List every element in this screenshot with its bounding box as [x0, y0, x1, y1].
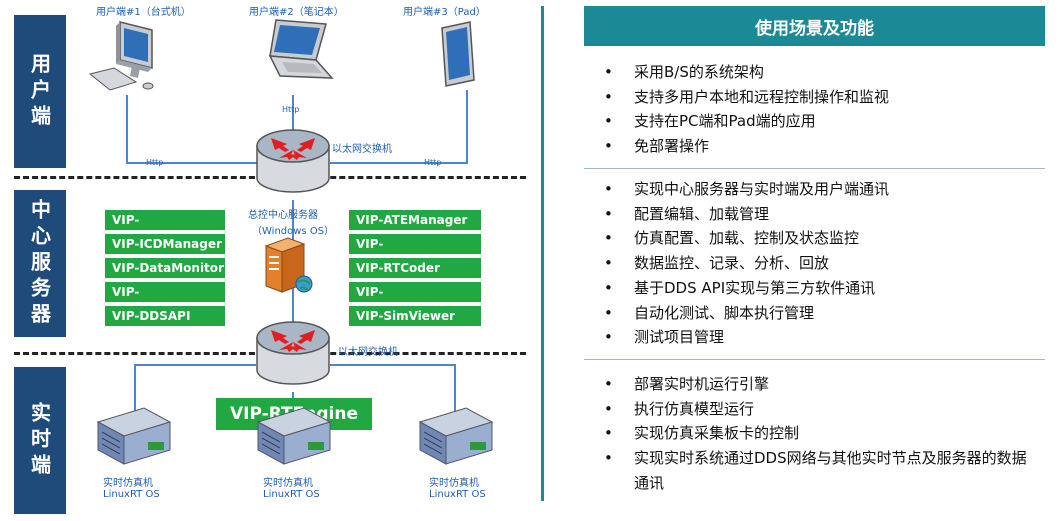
- network-switch-icon: [256, 321, 330, 385]
- rt-node-os: LinuxRT OS: [429, 489, 486, 500]
- module-badge: VIP-ControlCenter: [105, 210, 225, 247]
- panel-title: 使用场景及功能: [584, 6, 1045, 46]
- feature-item: 实现实时系统通过DDS网络与其他实时节点及服务器的数据通讯: [584, 446, 1045, 495]
- laptop-icon: [268, 19, 334, 79]
- feature-item: 采用B/S的系统架构: [584, 60, 1045, 85]
- http-label: Http: [282, 105, 300, 114]
- feature-item: 自动化测试、脚本执行管理: [584, 301, 1045, 326]
- module-badge: VIP-DDSAPI: [105, 306, 225, 326]
- feature-item: 部署实时机运行引擎: [584, 372, 1045, 397]
- feature-item: 配置编辑、加载管理: [584, 202, 1045, 227]
- feature-item: 免部署操作: [584, 134, 1045, 159]
- group-divider: [584, 359, 1045, 360]
- feature-item: 基于DDS API实现与第三方软件通讯: [584, 276, 1045, 301]
- feature-group-center: 实现中心服务器与实时端及用户端通讯 配置编辑、加载管理 仿真配置、加载、控制及状…: [584, 177, 1045, 350]
- switch-label: 以太网交换机: [338, 347, 398, 358]
- client-label: 用户端#3（Pad）: [403, 7, 486, 18]
- server-icon: [264, 237, 313, 293]
- group-divider: [584, 168, 1045, 169]
- tier-label-realtime: 实时端: [14, 367, 66, 514]
- tier-label-center: 中心服务器: [14, 190, 66, 337]
- rt-server-icon: [418, 407, 494, 465]
- rt-server-icon: [256, 407, 332, 465]
- client-label: 用户端#1（台式机）: [96, 7, 191, 18]
- module-badge: VIP-DataProcessor: [105, 282, 225, 319]
- module-badge: VIP-RTCoder: [349, 258, 481, 278]
- feature-item: 仿真配置、加载、控制及状态监控: [584, 226, 1045, 251]
- server-title: 总控中心服务器: [248, 210, 318, 221]
- module-badge: VIP-SimViewer: [349, 306, 481, 326]
- feature-item: 数据监控、记录、分析、回放: [584, 251, 1045, 276]
- client-label: 用户端#2（笔记本）: [249, 7, 344, 18]
- feature-group-user: 采用B/S的系统架构 支持多用户本地和远程控制操作和监视 支持在PC端和Pad端…: [584, 60, 1045, 159]
- http-label: Http: [146, 158, 164, 167]
- rt-server-icon: [96, 407, 172, 465]
- feature-item: 测试项目管理: [584, 325, 1045, 350]
- feature-group-realtime: 部署实时机运行引擎 执行仿真模型运行 实现仿真采集板卡的控制 实现实时系统通过D…: [584, 372, 1045, 496]
- tier-label-user: 用户端: [14, 15, 66, 168]
- feature-item: 支持多用户本地和远程控制操作和监视: [584, 85, 1045, 110]
- module-badge: VIP-ICDManager: [105, 234, 225, 254]
- switch-label: 以太网交换机: [332, 144, 392, 155]
- rt-node-os: LinuxRT OS: [103, 489, 160, 500]
- server-os: （Windows OS）: [252, 226, 335, 237]
- module-badge: VIP-ATEManager: [349, 210, 481, 230]
- feature-item: 执行仿真模型运行: [584, 397, 1045, 422]
- feature-item: 实现仿真采集板卡的控制: [584, 421, 1045, 446]
- rt-node-title: 实时仿真机: [263, 478, 313, 489]
- network-switch-icon: [256, 129, 330, 193]
- rt-node-os: LinuxRT OS: [263, 489, 320, 500]
- http-label: Http: [424, 158, 442, 167]
- desktop-computer-icon: [88, 21, 154, 91]
- tablet-icon: [441, 21, 475, 87]
- module-badge: VIP-ScriptExecutor: [349, 282, 481, 319]
- feature-item: 支持在PC端和Pad端的应用: [584, 109, 1045, 134]
- module-badge: VIP-DataMonitor: [105, 258, 225, 278]
- feature-item: 实现中心服务器与实时端及用户端通讯: [584, 177, 1045, 202]
- rt-node-title: 实时仿真机: [103, 478, 153, 489]
- rt-node-title: 实时仿真机: [429, 478, 479, 489]
- panel-divider: [541, 6, 544, 501]
- module-badge: VIP-ProjectManager: [349, 234, 481, 271]
